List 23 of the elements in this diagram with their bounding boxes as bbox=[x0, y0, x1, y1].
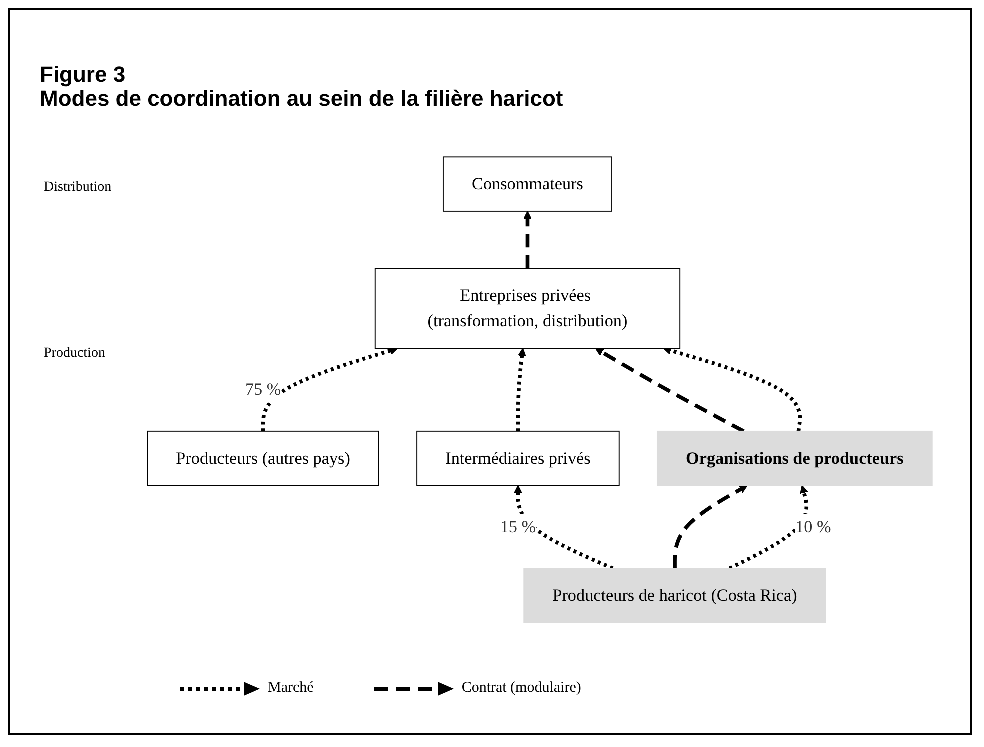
figure-title: Modes de coordination au sein de la filière haricot bbox=[40, 86, 564, 112]
arrow bbox=[514, 485, 614, 570]
node-box: Entreprises privées (transformation, distribution) bbox=[374, 268, 681, 350]
arrow bbox=[524, 211, 532, 269]
zone-label: Distribution bbox=[44, 180, 112, 196]
edge-label: 15 % bbox=[500, 517, 536, 536]
arrow bbox=[261, 346, 398, 432]
zone-label: Production bbox=[44, 346, 106, 362]
arrow bbox=[728, 485, 809, 570]
arrow bbox=[516, 348, 526, 432]
figure-number: Figure 3 bbox=[40, 62, 126, 88]
edge-label: 75 % bbox=[245, 380, 282, 400]
legend-label: Contrat (modulaire) bbox=[462, 680, 582, 697]
node-box: Intermédiaires privés bbox=[416, 430, 620, 486]
node-box: Producteurs (autres pays) bbox=[147, 430, 380, 486]
legend-label: Marché bbox=[268, 680, 314, 697]
node-box: Organisations de producteurs bbox=[656, 430, 933, 486]
arrow bbox=[595, 348, 745, 434]
arrow bbox=[673, 485, 748, 569]
edge-label: 10 % bbox=[796, 517, 832, 536]
node-box: Consommateurs bbox=[442, 156, 612, 212]
arrow bbox=[663, 346, 802, 432]
node-box: Producteurs de haricot (Costa Rica) bbox=[524, 568, 826, 624]
